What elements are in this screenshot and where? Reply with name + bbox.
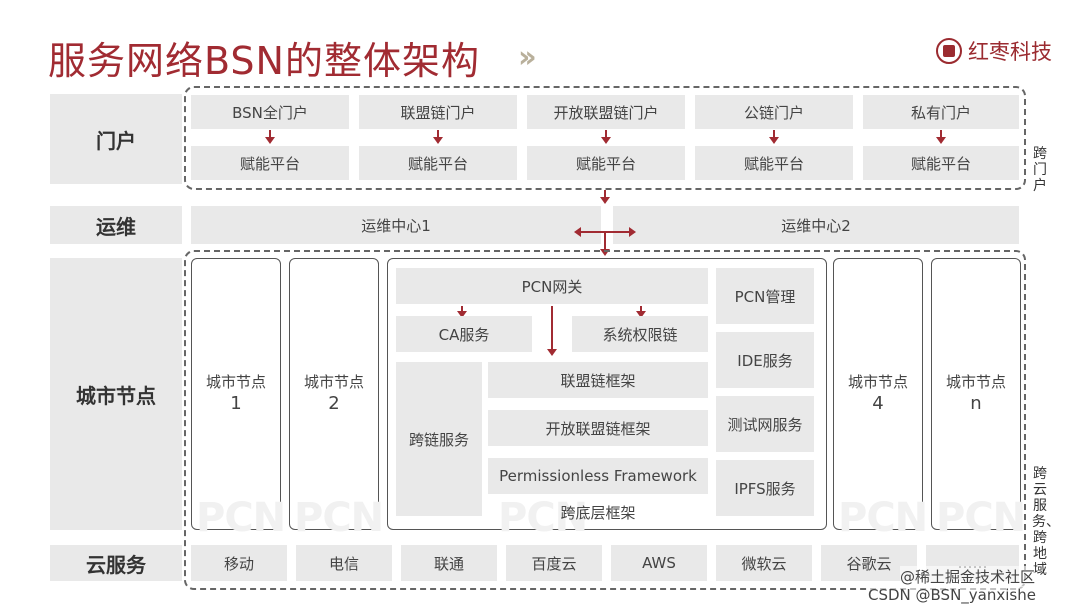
city-node-number: 1 [230, 393, 242, 414]
arrow-down-icon [433, 130, 443, 144]
enable-platform-box: 赋能平台 [527, 146, 685, 180]
pcn-watermark: PCN [498, 495, 588, 541]
city-node-2: PCN 城市节点 2 [289, 258, 384, 541]
portal-box: 联盟链门户 [359, 95, 517, 129]
pcn-watermark: PCN [196, 495, 286, 541]
cloud-provider: 百度云 [506, 545, 602, 581]
row-label-city: 城市节点 [50, 258, 182, 530]
row-label-cloud: 云服务 [50, 545, 182, 581]
page-title: 服务网络BSN的整体架构 [48, 39, 480, 83]
cloud-provider: 微软云 [716, 545, 812, 581]
arrow-down-icon [547, 306, 557, 356]
city-node-label: 城市节点 [945, 373, 1006, 391]
arrow-down-icon [601, 130, 611, 144]
base-framework-label: 跨底层框架 [560, 503, 636, 522]
watermark-juejin: @稀土掘金技术社区 [900, 566, 1036, 587]
pcn-watermark: PCN [936, 495, 1026, 541]
arrow-down-icon [636, 306, 646, 318]
pcn-management: PCN管理 [716, 268, 814, 324]
city-node-number: n [970, 393, 982, 414]
portal-box: 开放联盟链门户 [527, 95, 685, 129]
pcn-watermark: PCN [294, 495, 384, 541]
pcn-gateway: PCN网关 [396, 268, 708, 304]
ops-center-1: 运维中心1 [191, 206, 601, 244]
cloud-provider: 电信 [296, 545, 392, 581]
arrow-down-icon [600, 190, 610, 204]
permissionless-framework: Permissionless Framework [488, 458, 708, 494]
ipfs-service: IPFS服务 [716, 460, 814, 516]
permission-chain: 系统权限链 [572, 316, 708, 352]
arrow-down-icon [265, 130, 275, 144]
city-node-number: 4 [872, 393, 884, 414]
portal-box: BSN全门户 [191, 95, 349, 129]
chevron-right-icon: ›› [518, 40, 537, 75]
arrow-down-icon [769, 130, 779, 144]
seal-icon [936, 38, 962, 64]
arrow-down-icon [936, 130, 946, 144]
side-label-cross-cloud: 跨云服务、跨地域 [1032, 466, 1060, 578]
city-node-number: 2 [328, 393, 340, 414]
enable-platform-box: 赋能平台 [191, 146, 349, 180]
cloud-provider: 移动 [191, 545, 287, 581]
enable-platform-box: 赋能平台 [695, 146, 853, 180]
brand-logo: 红枣科技 [936, 36, 1052, 66]
alliance-framework: 联盟链框架 [488, 362, 708, 398]
cloud-provider: 联通 [401, 545, 497, 581]
enable-platform-box: 赋能平台 [863, 146, 1019, 180]
ca-service: CA服务 [396, 316, 532, 352]
city-cloud-frame [184, 250, 1026, 590]
side-label-cross-portal: 跨门户 [1033, 146, 1047, 194]
enable-platform-box: 赋能平台 [359, 146, 517, 180]
arrow-down-icon [600, 232, 610, 256]
ide-service: IDE服务 [716, 332, 814, 388]
brand-name: 红枣科技 [968, 40, 1052, 64]
city-node-4: PCN 城市节点 4 [833, 258, 928, 541]
city-node-label: 城市节点 [847, 373, 908, 391]
portal-box: 公链门户 [695, 95, 853, 129]
portal-frame [184, 86, 1026, 190]
pcn-watermark: PCN [838, 495, 928, 541]
row-label-portal: 门户 [50, 94, 182, 184]
row-label-ops: 运维 [50, 206, 182, 244]
portal-box: 私有门户 [863, 95, 1019, 129]
cloud-provider: AWS [611, 545, 707, 581]
testnet-service: 测试网服务 [716, 396, 814, 452]
cross-chain-service: 跨链服务 [396, 362, 482, 516]
city-node-1: PCN 城市节点 1 [191, 258, 286, 541]
city-node-n: PCN 城市节点 n [931, 258, 1026, 541]
arrow-down-icon [457, 306, 467, 318]
city-node-label: 城市节点 [303, 373, 364, 391]
open-alliance-framework: 开放联盟链框架 [488, 410, 708, 446]
ops-center-2: 运维中心2 [613, 206, 1019, 244]
watermark-csdn: CSDN @BSN_yanxishe [868, 586, 1036, 604]
city-node-label: 城市节点 [205, 373, 266, 391]
